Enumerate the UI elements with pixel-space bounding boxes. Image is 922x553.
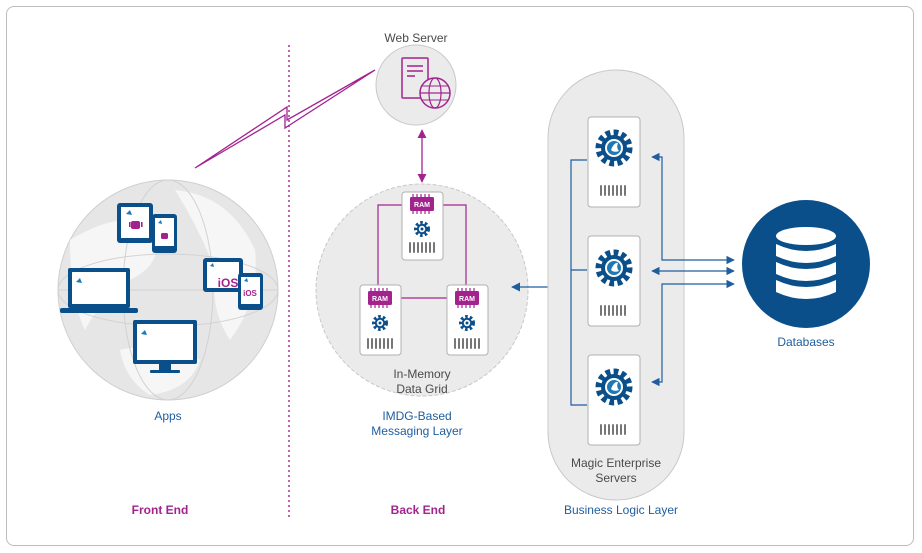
web-server-node bbox=[375, 44, 457, 126]
gear-icon bbox=[599, 372, 629, 402]
database-icon bbox=[776, 227, 836, 299]
ios-icon: iOS bbox=[218, 276, 239, 290]
gear-icon bbox=[372, 315, 388, 331]
ios-icon: iOS bbox=[243, 289, 257, 298]
ios-phone-icon bbox=[238, 273, 263, 310]
server1-db-arrow bbox=[651, 152, 735, 265]
imdg-label-line1: In-Memory bbox=[393, 367, 451, 381]
ram-label: RAM bbox=[414, 202, 430, 209]
android-icon bbox=[161, 233, 168, 239]
gear-icon bbox=[459, 315, 475, 331]
back-end-label: Back End bbox=[390, 503, 446, 517]
gear-icon bbox=[599, 253, 629, 283]
gear-icon bbox=[414, 221, 430, 237]
magic-servers-label-line2: Servers bbox=[595, 471, 637, 485]
front-end-label: Front End bbox=[131, 503, 189, 517]
phone-icon bbox=[152, 214, 177, 253]
ram-label: RAM bbox=[459, 296, 475, 303]
magic-server-1 bbox=[587, 116, 641, 208]
server3-db-arrow bbox=[651, 279, 735, 387]
database-node bbox=[742, 200, 870, 328]
magic-servers-label-line1: Magic Enterprise bbox=[570, 456, 662, 470]
databases-label: Databases bbox=[777, 335, 835, 349]
diagram-frame bbox=[6, 6, 914, 546]
tablet-icon bbox=[117, 203, 153, 243]
apps-label: Apps bbox=[154, 409, 182, 423]
web-server-label: Web Server bbox=[384, 31, 448, 45]
monitor-icon bbox=[133, 320, 197, 373]
grid-node-top bbox=[401, 191, 444, 261]
lightning-link-icon bbox=[194, 69, 376, 169]
grid-node-right bbox=[446, 284, 489, 356]
magic-server-3 bbox=[587, 354, 641, 446]
messaging-layer-label-line1: IMDG-Based bbox=[382, 409, 452, 423]
magic-server-2 bbox=[587, 235, 641, 327]
messaging-layer-label-line2: Messaging Layer bbox=[371, 424, 463, 438]
document-globe-icon bbox=[401, 57, 451, 109]
gear-icon bbox=[599, 133, 629, 163]
laptop-icon bbox=[60, 268, 138, 313]
grid-node-left bbox=[359, 284, 402, 356]
ios-tablet-icon bbox=[203, 258, 243, 292]
server-bracket bbox=[570, 159, 587, 406]
imdg-label-line2: Data Grid bbox=[396, 382, 448, 396]
android-icon bbox=[129, 221, 143, 229]
business-logic-label: Business Logic Layer bbox=[563, 503, 679, 517]
ram-label: RAM bbox=[372, 296, 388, 303]
